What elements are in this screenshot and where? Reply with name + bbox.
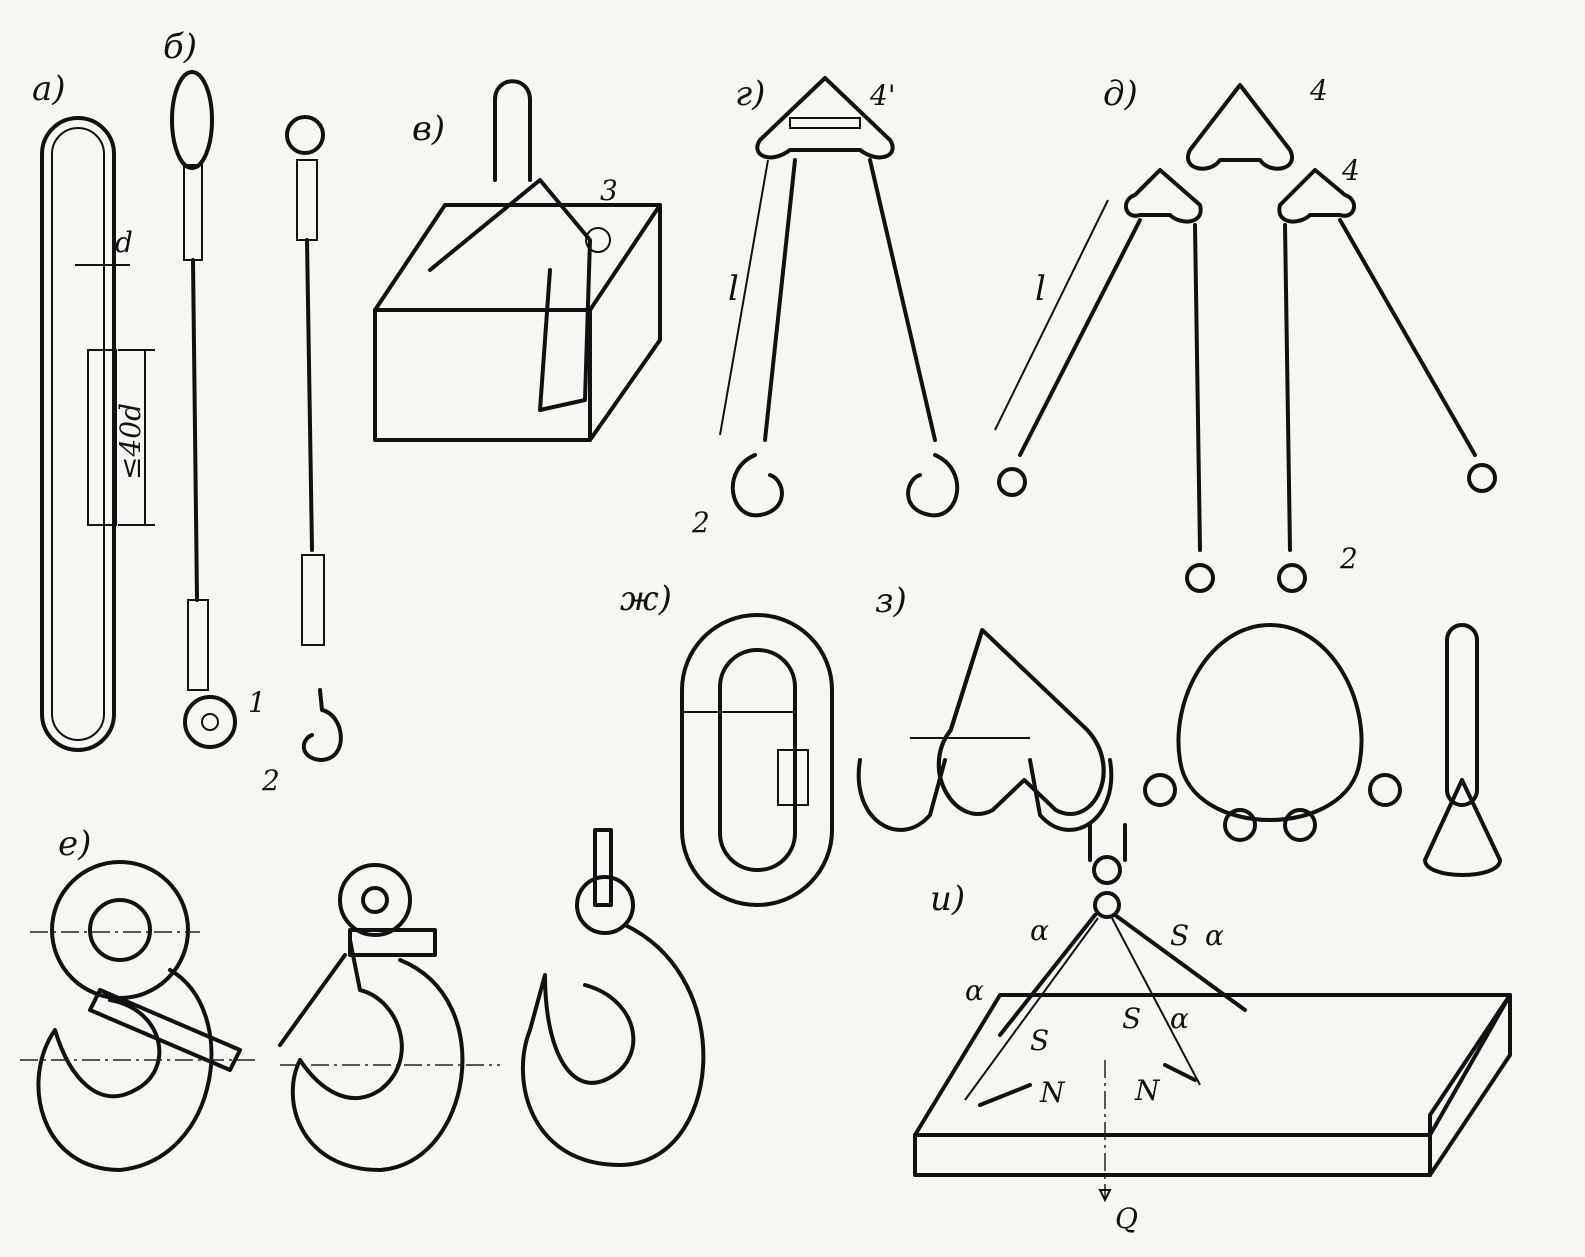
label-alpha-2: α [1205,919,1224,952]
label-part-2: 2 [261,764,280,797]
label-force-s-3: S [1122,1002,1141,1035]
label-force-s-2: S [1030,1024,1049,1057]
label-alpha-3: α [965,974,984,1007]
figure-b-slings: б) 1 2 [163,27,343,797]
label-part-4-d1: 4 [1309,74,1328,107]
label-force-s-1: S [1170,919,1189,952]
label-part-2-d: 2 [1339,542,1358,575]
label-load-q: Q [1115,1202,1138,1235]
label-alpha-4: α [1170,1002,1189,1035]
label-part-2-g: 2 [691,506,710,539]
label-i: и) [930,879,965,919]
label-b: б) [163,27,197,67]
figure-e-hooks: е) [20,824,706,1172]
label-force-n-2: N [1134,1074,1161,1107]
label-diameter: d [115,226,133,259]
label-zh: ж) [620,579,672,619]
figure-d-four-leg-sling: д) 4 4 l 2 [994,74,1497,593]
label-e: е) [58,824,91,864]
label-part-4-prime: 4' [869,79,896,112]
label-splice-length: ≤40d [114,403,147,480]
label-d: д) [1103,74,1138,114]
label-part-4-d2: 4 [1341,154,1360,187]
label-z: з) [875,581,907,621]
label-length-d: l [1035,269,1046,309]
label-force-n-1: N [1039,1076,1066,1109]
label-alpha-1: α [1030,914,1049,947]
label-a: а) [32,69,66,109]
figure-v-box-sling: в) 3 [373,79,662,442]
label-v: в) [412,109,445,149]
figure-i-load-forces: и) α α α α S S S N N Q [913,823,1512,1235]
label-length-g: l [728,269,739,309]
figure-g-two-leg-sling: г) 4' l 2 [691,74,960,539]
figure-zh-link: ж) [620,579,834,907]
label-g: г) [735,74,765,114]
figure-z-triangles: з) [856,581,1502,877]
figure-a-endless-sling: а) d ≤40d [32,69,155,752]
label-part-3: 3 [600,174,618,207]
label-part-1: 1 [248,686,266,719]
